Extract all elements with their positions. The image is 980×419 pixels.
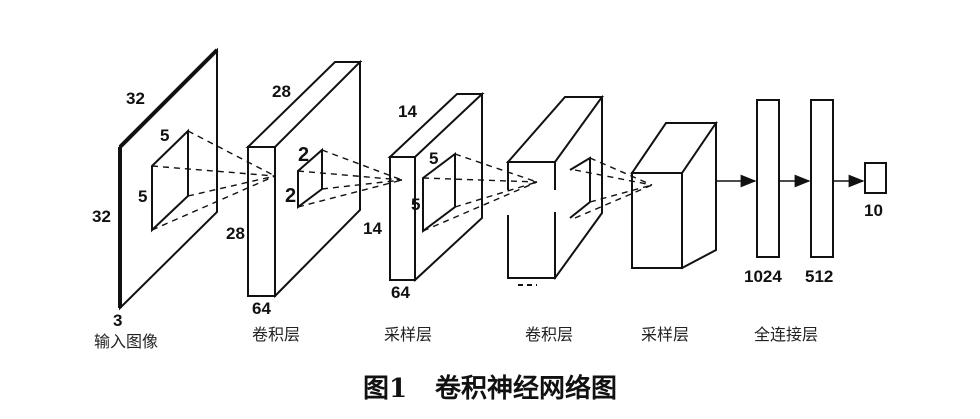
conv1-kernel-h-label: 2 — [285, 185, 297, 207]
input-kernel-w-label: 5 — [160, 126, 170, 145]
figure-caption: 图1 卷积神经网络图 — [0, 368, 980, 405]
figure-title: 卷积神经网络图 — [435, 374, 618, 404]
pool1-depth-label: 64 — [391, 283, 410, 302]
pool1-layer — [387, 92, 485, 282]
output-box — [864, 162, 887, 194]
input-width-label: 32 — [126, 89, 145, 108]
pool1-caption: 采样层 — [384, 325, 433, 344]
fc1-size-label: 1024 — [744, 267, 782, 286]
fc2-size-label: 512 — [805, 267, 834, 286]
conv2-caption: 卷积层 — [525, 325, 574, 344]
input-height-label: 32 — [92, 207, 111, 226]
figure-number: 图1 — [362, 374, 408, 404]
input-depth-label: 3 — [113, 311, 123, 330]
fc-caption: 全连接层 — [754, 325, 819, 344]
pool1-size-side-label: 14 — [363, 219, 382, 238]
conv1-layer — [245, 59, 363, 299]
conv1-depth-label: 64 — [252, 299, 271, 318]
conv1-size-side-label: 28 — [226, 224, 245, 243]
conv1-caption: 卷积层 — [252, 325, 301, 344]
fc2-bar — [810, 99, 834, 258]
pool1-kernel-h-label: 5 — [411, 195, 421, 214]
fc1-bar — [756, 99, 780, 258]
input-kernel-h-label: 5 — [138, 187, 148, 206]
projection-lines — [151, 130, 653, 232]
conv1-kernel-w-label: 2 — [298, 144, 310, 166]
pool2-layer — [630, 121, 718, 270]
pool1-kernel-w-label: 5 — [429, 149, 439, 168]
conv2-layer — [505, 95, 604, 286]
output-size-label: 10 — [864, 201, 883, 220]
input-caption: 输入图像 — [94, 332, 159, 351]
pool1-size-top-label: 14 — [398, 102, 417, 121]
conv1-size-top-label: 28 — [272, 82, 291, 101]
pool2-caption: 采样层 — [641, 325, 690, 344]
